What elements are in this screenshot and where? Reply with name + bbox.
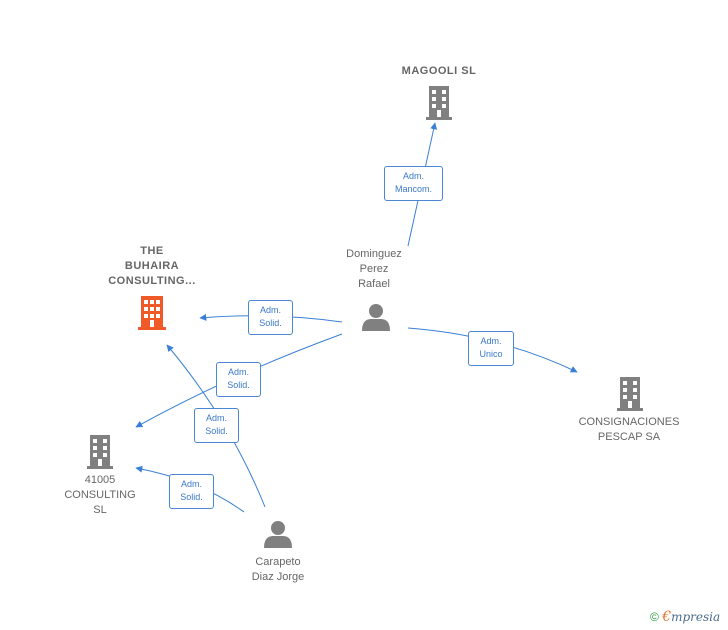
edge-label-solid: Adm. Solid. — [216, 362, 261, 397]
edge-label-solid: Adm. Solid. — [194, 408, 239, 443]
copyright-icon: © — [650, 610, 659, 624]
edge-label-mancom: Adm. Mancom. — [384, 166, 443, 201]
edge-label-solid: Adm. Solid. — [169, 474, 214, 509]
building-icon — [138, 296, 166, 330]
node-label-consignaciones[interactable]: CONSIGNACIONES PESCAP SA — [578, 416, 680, 443]
person-icon — [362, 304, 390, 331]
node-label-41005[interactable]: 41005 CONSULTING SL — [64, 474, 136, 516]
node-label-carapeto[interactable]: Carapeto Diaz Jorge — [251, 556, 305, 583]
edge-label-unico: Adm. Unico — [468, 331, 514, 366]
brand-logo[interactable]: © €mpresia — [650, 609, 720, 625]
building-icon — [617, 377, 643, 411]
node-label-magooli[interactable]: MAGOOLI SL — [401, 65, 477, 77]
brand-name: mpresia — [671, 610, 721, 624]
building-icon — [87, 435, 113, 469]
brand-e: € — [662, 609, 672, 625]
person-icon — [264, 521, 292, 548]
edge-label-solid: Adm. Solid. — [248, 300, 293, 335]
node-label-dominguez[interactable]: Dominguez Perez Rafael — [346, 248, 402, 290]
building-icon — [426, 86, 452, 120]
node-label-buhaira[interactable]: THE BUHAIRA CONSULTING... — [108, 245, 196, 287]
